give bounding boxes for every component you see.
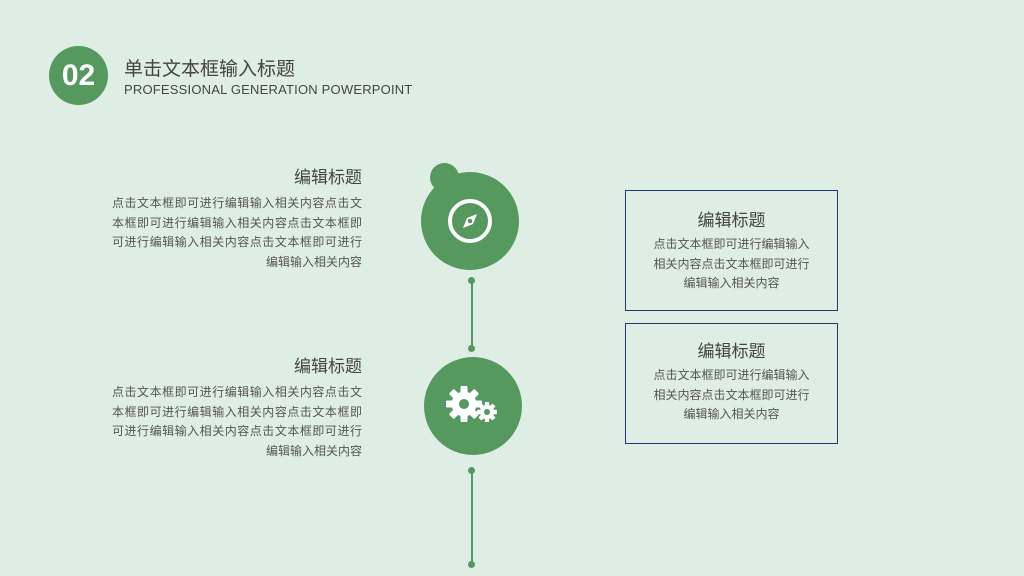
icon-holder-2: [424, 357, 522, 455]
slide-title[interactable]: 单击文本框输入标题: [124, 58, 296, 80]
connector-dot: [468, 277, 475, 284]
right-text-box-1[interactable]: 编辑标题 点击文本框即可进行编辑输入相关内容点击文本框即可进行编辑输入相关内容: [625, 190, 838, 311]
gears-icon: [446, 386, 497, 422]
left-block-body: 点击文本框即可进行编辑输入相关内容点击文本框即可进行编辑输入相关内容点击文本框即…: [112, 196, 362, 269]
right-box-body: 点击文本框即可进行编辑输入相关内容点击文本框即可进行编辑输入相关内容: [653, 237, 810, 290]
left-text-block-2[interactable]: 编辑标题 点击文本框即可进行编辑输入相关内容点击文本框即可进行编辑输入相关内容点…: [112, 356, 362, 461]
slide-subtitle[interactable]: PROFESSIONAL GENERATION POWERPOINT: [124, 82, 413, 97]
left-text-block-1[interactable]: 编辑标题 点击文本框即可进行编辑输入相关内容点击文本框即可进行编辑输入相关内容点…: [112, 167, 362, 272]
right-box-body: 点击文本框即可进行编辑输入相关内容点击文本框即可进行编辑输入相关内容: [653, 368, 810, 421]
connector-line: [471, 471, 473, 564]
section-number: 02: [61, 58, 96, 92]
left-block-heading: 编辑标题: [294, 168, 362, 188]
left-block-heading: 编辑标题: [294, 357, 362, 377]
connector-dot: [468, 345, 475, 352]
right-text-box-2[interactable]: 编辑标题 点击文本框即可进行编辑输入相关内容点击文本框即可进行编辑输入相关内容: [625, 323, 838, 444]
connector-dot: [468, 561, 475, 568]
right-box-heading: 编辑标题: [697, 342, 766, 362]
right-box-heading: 编辑标题: [697, 211, 766, 231]
connector-line: [471, 281, 473, 348]
icon-holder-1: [421, 172, 519, 270]
left-block-body: 点击文本框即可进行编辑输入相关内容点击文本框即可进行编辑输入相关内容点击文本框即…: [112, 385, 362, 458]
compass-icon: [448, 199, 492, 243]
section-number-badge: 02: [49, 46, 108, 105]
connector-dot: [468, 467, 475, 474]
